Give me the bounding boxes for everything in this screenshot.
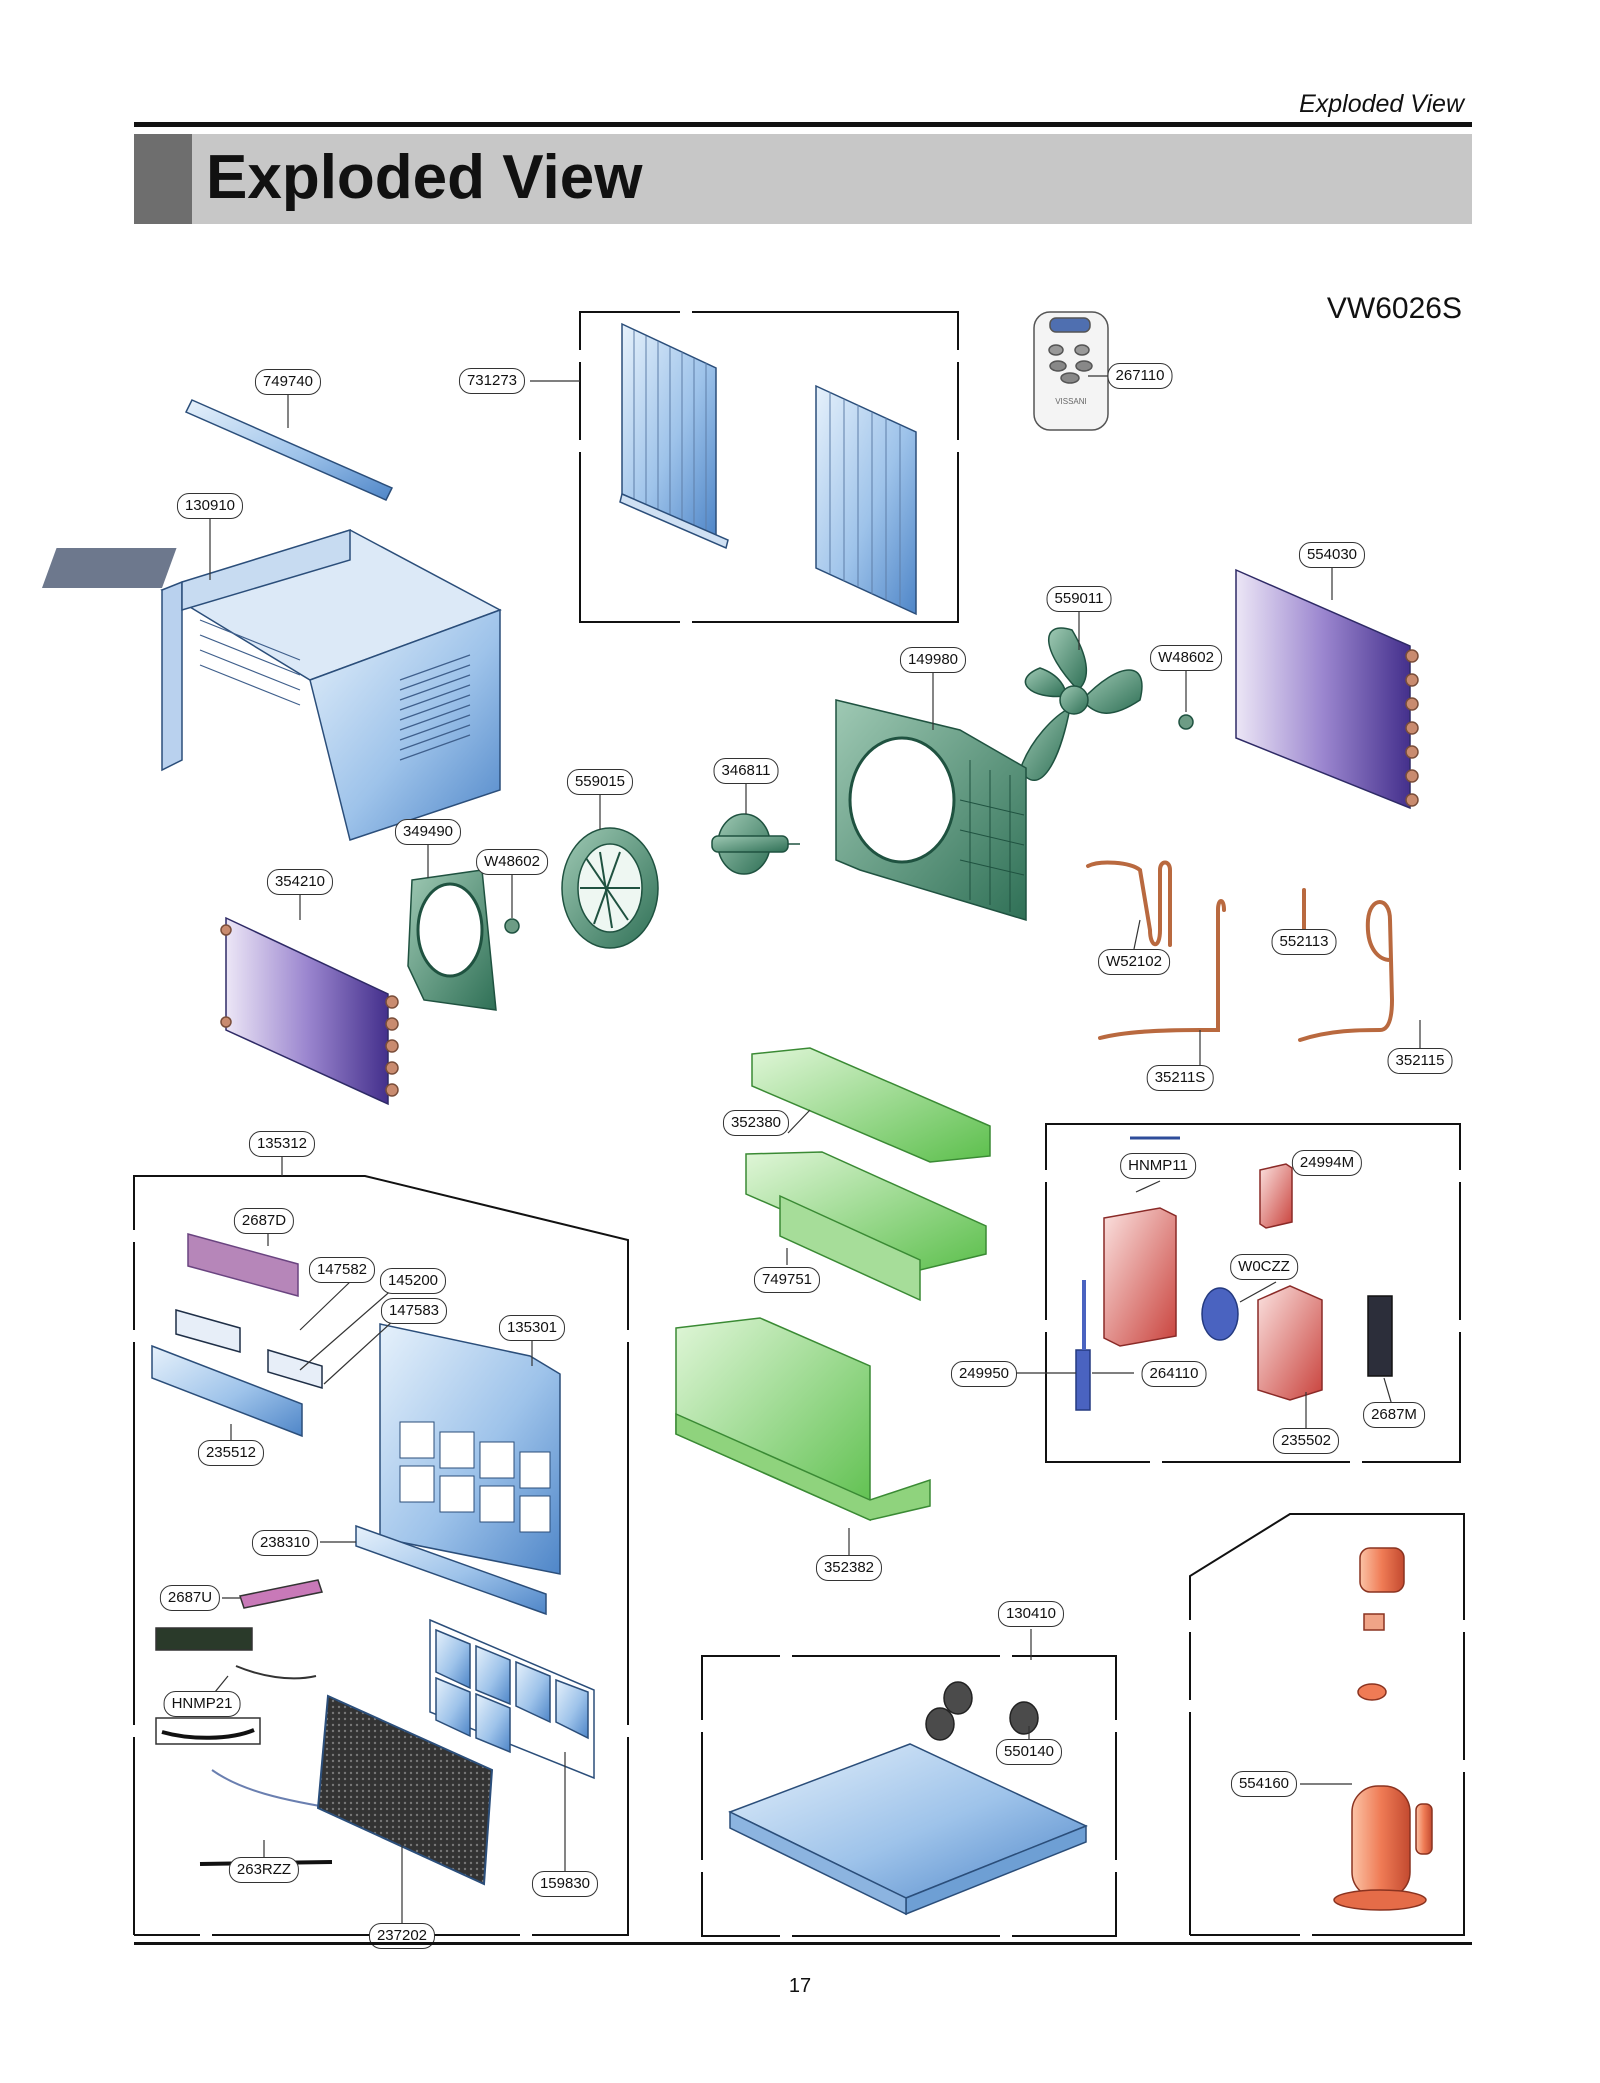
part-label-24994m: 24994M <box>1291 1150 1363 1176</box>
part-label-235502: 235502 <box>1272 1428 1340 1454</box>
remote-brand: VISSANI <box>1055 397 1087 406</box>
front-panel-mesh <box>316 1694 494 1886</box>
part-label-145200: 145200 <box>379 1268 447 1294</box>
cabinet <box>41 528 502 841</box>
condenser-fan <box>1019 627 1143 782</box>
drain-pan-cover <box>751 1047 991 1163</box>
part-label-749751: 749751 <box>753 1267 821 1293</box>
evaporator-coil <box>220 916 399 1106</box>
leader-lines <box>201 375 1421 1924</box>
window-curtain-left <box>619 322 729 550</box>
control-board-panel <box>187 1233 299 1297</box>
part-label-267110: 267110 <box>1107 363 1173 389</box>
part-label-559015: 559015 <box>566 769 634 795</box>
compressor <box>1333 1547 1433 1911</box>
part-label-237202: 237202 <box>368 1923 436 1949</box>
part-label-hnmp11: HNMP11 <box>1120 1153 1196 1179</box>
part-label-130410: 130410 <box>997 1601 1065 1627</box>
model-number: VW6026S <box>1326 292 1462 325</box>
part-label-554160: 554160 <box>1230 1771 1298 1797</box>
part-label-238310: 238310 <box>251 1530 319 1556</box>
part-label-264110: 264110 <box>1141 1361 1207 1387</box>
part-label-149980: 149980 <box>899 647 967 673</box>
part-label-2687m: 2687M <box>1363 1402 1425 1428</box>
part-label-731273: 731273 <box>458 368 526 394</box>
part-label-w48602-lower: W48602 <box>476 849 548 875</box>
part-label-147583: 147583 <box>380 1298 448 1324</box>
part-label-135301: 135301 <box>498 1315 566 1341</box>
compressor-grommets <box>925 1681 1039 1741</box>
electrical-parts <box>1075 1136 1393 1411</box>
part-label-135312: 135312 <box>248 1131 316 1157</box>
part-label-554030: 554030 <box>1298 542 1366 568</box>
window-curtain-right <box>815 384 917 616</box>
pcb-and-wires <box>155 1579 345 1866</box>
part-label-552113: 552113 <box>1271 929 1337 955</box>
part-label-349490: 349490 <box>394 819 462 845</box>
fan-nut <box>504 714 1194 934</box>
part-label-352380: 352380 <box>722 1110 790 1136</box>
air-filter <box>429 1618 595 1780</box>
part-label-w48602-upper: W48602 <box>1150 645 1222 671</box>
part-label-354210: 354210 <box>266 869 334 895</box>
part-label-130910: 130910 <box>176 493 244 519</box>
part-label-35211s: 35211S <box>1146 1065 1214 1091</box>
part-label-w52102: W52102 <box>1098 949 1170 975</box>
drain-pan-upper <box>745 1151 987 1302</box>
front-grille <box>379 1323 561 1575</box>
curtain-group-box <box>578 310 960 624</box>
part-label-352115: 352115 <box>1387 1048 1453 1074</box>
part-label-346811: 346811 <box>713 758 779 784</box>
compressor-group-box <box>1188 1513 1466 1937</box>
condenser-coil <box>1235 568 1419 810</box>
section-label: Exploded View <box>1299 90 1464 118</box>
part-label-hnmp21: HNMP21 <box>163 1691 241 1717</box>
page-number: 17 <box>788 1975 812 1997</box>
part-label-159830: 159830 <box>531 1871 599 1897</box>
part-label-550140: 550140 <box>995 1739 1063 1765</box>
orifice-plate <box>407 869 497 1011</box>
base-group-box <box>700 1654 1118 1938</box>
base-pan <box>728 1743 1088 1916</box>
part-label-2687u: 2687U <box>159 1585 221 1611</box>
part-label-749740: 749740 <box>254 369 322 395</box>
blower-wheel <box>561 827 659 949</box>
name-plate <box>355 1524 547 1616</box>
knob-brackets <box>175 1309 323 1390</box>
remote-control <box>1033 311 1109 431</box>
title-band: Exploded View <box>134 134 1472 224</box>
part-label-352382: 352382 <box>815 1555 883 1581</box>
part-label-249950: 249950 <box>950 1361 1018 1387</box>
part-label-w0czz: W0CZZ <box>1230 1254 1298 1280</box>
top-rail <box>184 399 394 501</box>
base-pan-green <box>675 1317 931 1522</box>
part-label-263rzz: 263RZZ <box>228 1857 300 1883</box>
electrical-group-box <box>1044 1123 1462 1464</box>
part-label-235512: 235512 <box>197 1440 265 1466</box>
fan-shroud <box>835 699 1027 922</box>
footer-rule <box>134 1942 1472 1945</box>
part-label-2687d: 2687D <box>233 1208 295 1234</box>
title-band-accent <box>134 134 192 224</box>
part-label-559011: 559011 <box>1046 586 1112 612</box>
part-label-147582: 147582 <box>308 1257 376 1283</box>
header-rule <box>134 122 1472 127</box>
control-group-box <box>132 1175 630 1937</box>
control-bezel <box>151 1344 303 1438</box>
fan-motor <box>711 813 800 875</box>
page-title: Exploded View <box>206 143 643 212</box>
